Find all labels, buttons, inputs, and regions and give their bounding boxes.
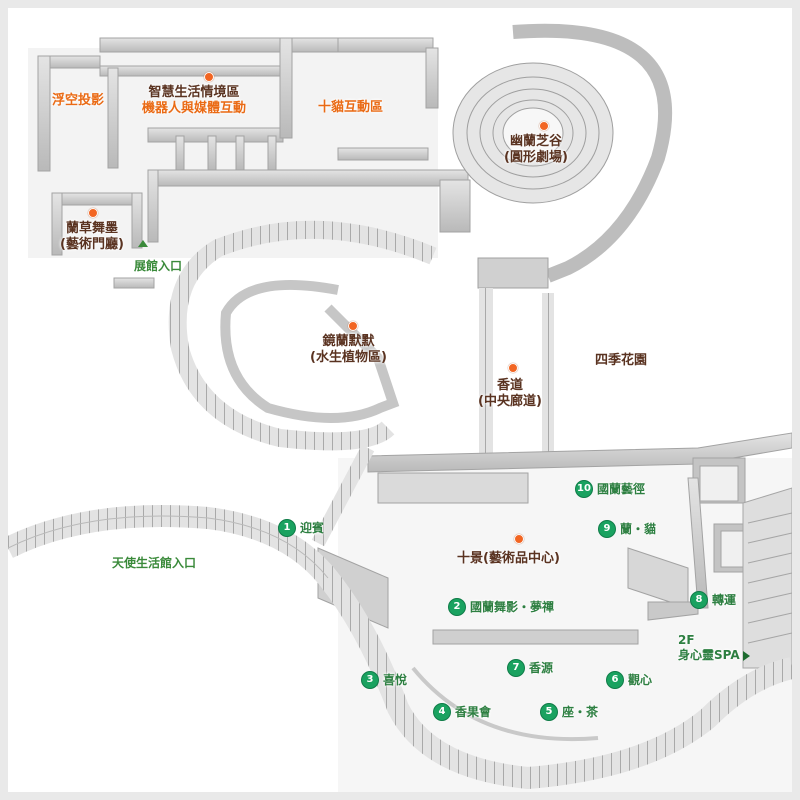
stop-10[interactable]: 10 國蘭藝徑 — [575, 480, 645, 498]
stop-number-badge: 3 — [361, 671, 379, 689]
marker-dot-amphitheater — [539, 121, 549, 131]
stop-7[interactable]: 7 香源 — [507, 659, 553, 677]
stop-6[interactable]: 6 觀心 — [606, 671, 652, 689]
area-smart-life: 智慧生活情境區 機器人與媒體互動 — [142, 85, 246, 118]
exhibition-entrance[interactable]: 展館入口 — [134, 240, 183, 274]
stop-label: 蘭・貓 — [620, 521, 657, 536]
marker-dot-smart-life — [204, 72, 214, 82]
area-amphitheater: 幽蘭芝谷 (圓形劇場) — [504, 134, 568, 167]
stop-number-badge: 10 — [575, 480, 593, 498]
area-amphitheater-line1: 幽蘭芝谷 — [509, 134, 562, 149]
stop-9[interactable]: 9 蘭・貓 — [598, 520, 656, 538]
stop-number-badge: 4 — [433, 703, 451, 721]
angel-entrance[interactable]: 天使生活館入口 — [112, 556, 197, 570]
marker-dot-ink-hall — [88, 208, 98, 218]
area-corridor-line2: (中央廊道) — [478, 394, 542, 410]
area-ink-hall-line2: (藝術門廳) — [60, 237, 124, 253]
stop-4[interactable]: 4 香果會 — [433, 703, 491, 721]
stop-label: 香源 — [529, 660, 554, 675]
stop-number-badge: 2 — [448, 598, 466, 616]
up-arrow-icon — [138, 240, 148, 247]
area-cat-interaction: 十貓互動區 — [318, 100, 384, 115]
area-amphitheater-line2: (圓形劇場) — [504, 150, 568, 166]
area-mirror-line2: (水生植物區) — [310, 350, 387, 366]
stairs — [742, 487, 792, 669]
area-corridor-line1: 香道 — [496, 378, 523, 393]
stop-number-badge: 6 — [606, 671, 624, 689]
stop-label: 觀心 — [628, 672, 653, 687]
area-floating-projection: 浮空投影 — [52, 93, 105, 108]
area-four-seasons: 四季花園 — [595, 353, 648, 368]
upper-left-walls — [37, 37, 471, 289]
area-smart-life-line2: 機器人與媒體互動 — [142, 101, 247, 117]
walkway-railings — [8, 444, 792, 790]
stop-label: 國蘭藝徑 — [597, 481, 646, 496]
area-ten-views: 十景(藝術品中心) — [457, 551, 560, 566]
area-mirror-line1: 鏡蘭默默 — [322, 334, 375, 349]
stop-label: 國蘭舞影・夢禪 — [470, 599, 555, 614]
stop-label: 喜悅 — [383, 672, 408, 687]
stop-number-badge: 5 — [540, 703, 558, 721]
floor-plan-drawing — [8, 23, 792, 792]
stop-2[interactable]: 2 國蘭舞影・夢禪 — [448, 598, 554, 616]
area-smart-life-line1: 智慧生活情境區 — [148, 85, 240, 100]
spa-row: 身心靈SPA — [678, 648, 750, 663]
stop-number-badge: 7 — [507, 659, 525, 677]
spa-entrance[interactable]: 2F 身心靈SPA — [678, 633, 750, 663]
stop-number-badge: 9 — [598, 520, 616, 538]
stop-5[interactable]: 5 座・茶 — [540, 703, 598, 721]
stop-3[interactable]: 3 喜悅 — [361, 671, 407, 689]
stop-label: 香果會 — [455, 704, 492, 719]
area-ink-hall-line1: 蘭草舞墨 — [65, 221, 118, 236]
area-mirror: 鏡蘭默默 (水生植物區) — [310, 334, 387, 367]
stop-8[interactable]: 8 轉運 — [690, 591, 736, 609]
stop-label: 轉運 — [712, 592, 737, 607]
spa-floor-label: 2F — [678, 633, 695, 647]
right-arrow-icon — [742, 650, 750, 661]
stop-number-badge: 1 — [278, 519, 296, 537]
spa-label: 身心靈SPA — [678, 648, 740, 662]
map-stage: 浮空投影 智慧生活情境區 機器人與媒體互動 十貓互動區 幽蘭芝谷 (圓形劇場) … — [8, 8, 792, 792]
exhibition-entrance-label: 展館入口 — [134, 259, 183, 273]
stop-1[interactable]: 1 迎賓 — [278, 519, 324, 537]
stop-label: 迎賓 — [300, 520, 325, 535]
stop-number-badge: 8 — [690, 591, 708, 609]
area-ink-hall: 蘭草舞墨 (藝術門廳) — [60, 221, 124, 254]
oval-railings — [168, 220, 554, 468]
marker-dot-corridor — [508, 363, 518, 373]
amphitheater-structure — [452, 23, 673, 289]
stop-label: 座・茶 — [562, 704, 599, 719]
marker-dot-ten-views — [514, 534, 524, 544]
marker-dot-mirror — [348, 321, 358, 331]
area-corridor: 香道 (中央廊道) — [478, 378, 542, 411]
